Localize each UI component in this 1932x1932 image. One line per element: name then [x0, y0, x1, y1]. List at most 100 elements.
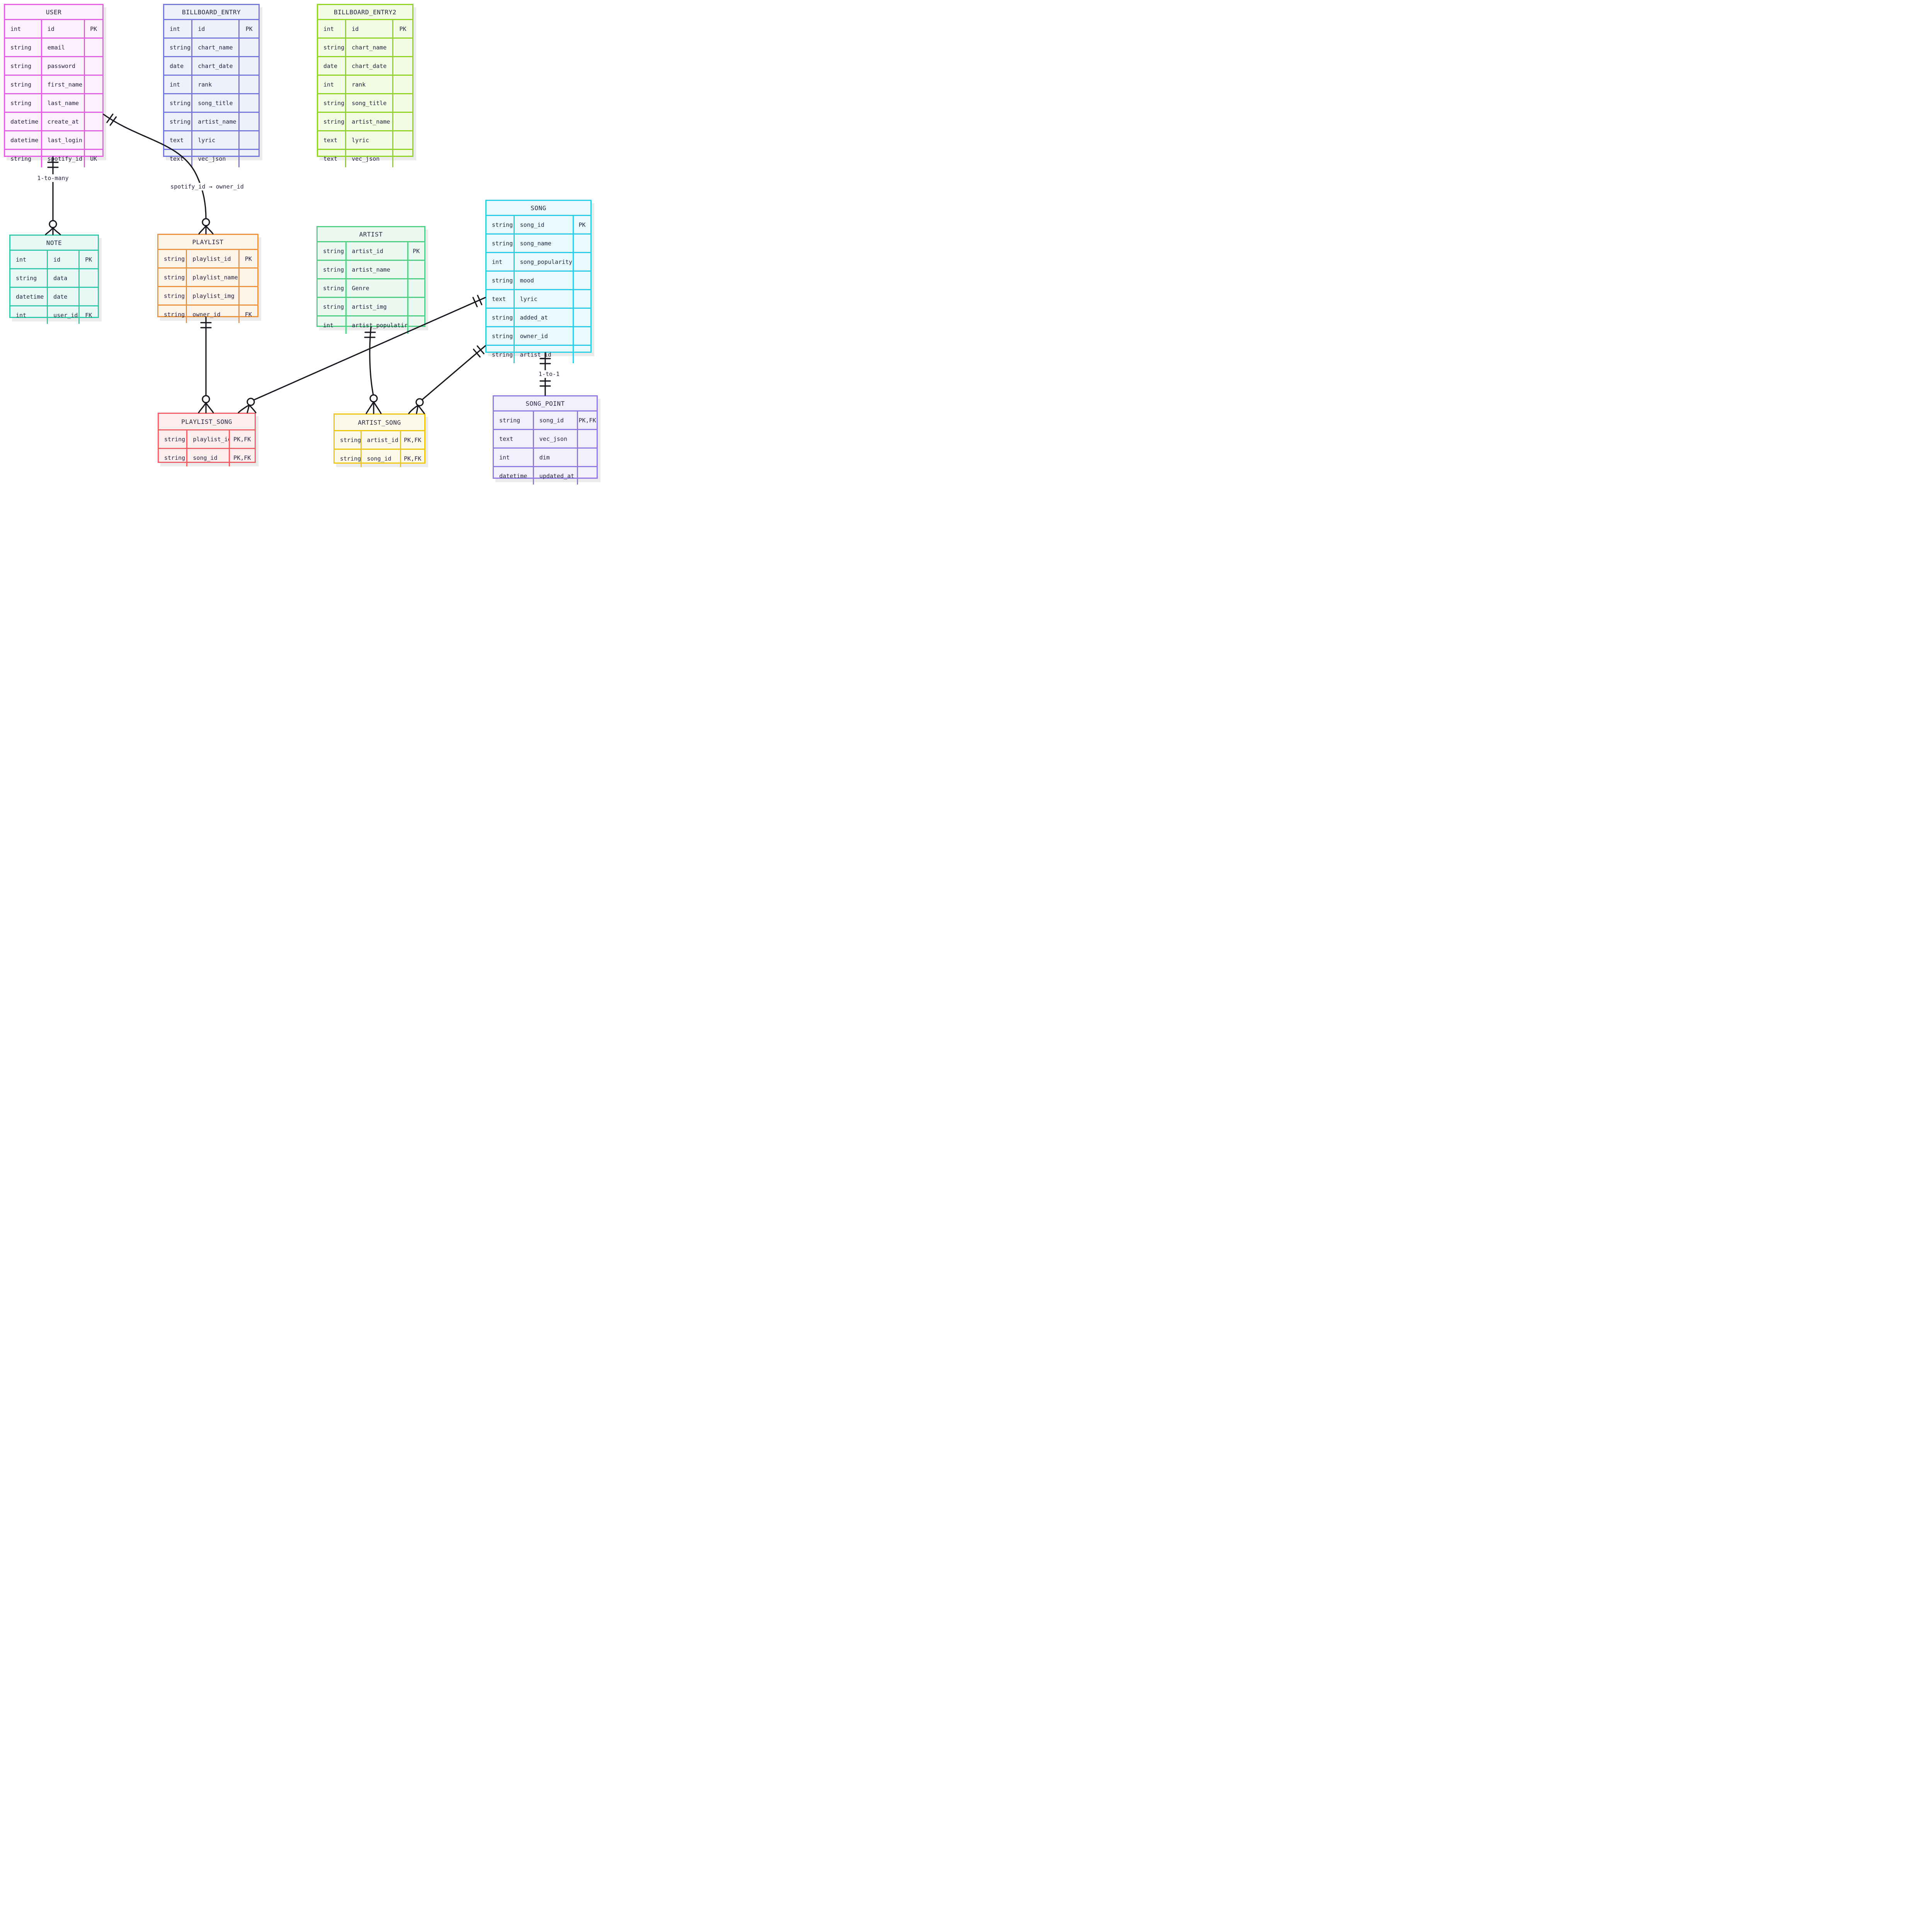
- attribute-type: datetime: [5, 131, 42, 149]
- attribute-key: [408, 316, 424, 334]
- attribute-key: [393, 113, 412, 130]
- attribute-type: int: [164, 20, 193, 37]
- attribute-key: [240, 57, 259, 75]
- relationship-edge: [476, 345, 485, 354]
- attribute-key: PK: [578, 221, 586, 228]
- attribute-type: datetime: [10, 288, 48, 305]
- attribute-name: lyric: [515, 290, 574, 308]
- attribute-type: string: [318, 94, 347, 112]
- attribute-key: [240, 39, 259, 56]
- attribute-name: artist_name: [346, 113, 394, 130]
- attribute-key: [574, 346, 590, 363]
- relationship-edge: [247, 404, 250, 413]
- attribute-key: [85, 94, 102, 112]
- attribute-key: [240, 113, 259, 130]
- attribute-key: [578, 449, 597, 466]
- attribute-type: string: [159, 449, 188, 466]
- relationship-edge: [45, 227, 54, 235]
- attribute-key: [574, 272, 590, 289]
- entity-title: SONG_POINT: [526, 400, 565, 407]
- attribute-name: create_at: [42, 113, 85, 130]
- attribute-type: string: [335, 450, 362, 467]
- attribute-type: text: [164, 131, 193, 149]
- attribute-type: string: [318, 261, 347, 278]
- attribute-name: artist_id: [362, 431, 401, 449]
- attribute-name: playlist_name: [187, 269, 240, 286]
- attribute-type: int: [318, 76, 347, 93]
- attribute-key: PK,FK: [233, 454, 251, 461]
- attribute-key: [240, 131, 259, 149]
- relationship-edge: [205, 225, 214, 235]
- attribute-key: [85, 113, 102, 130]
- attribute-type: string: [318, 39, 347, 56]
- attribute-type: text: [318, 131, 347, 149]
- attribute-type: date: [164, 57, 193, 75]
- attribute-key: PK,FK: [233, 435, 251, 443]
- attribute-key: [578, 467, 597, 485]
- attribute-key: [408, 261, 424, 278]
- entity-title: NOTE: [46, 239, 62, 247]
- attribute-type: string: [486, 272, 515, 289]
- attribute-key: [393, 76, 412, 93]
- attribute-key: FK: [245, 311, 252, 318]
- attribute-type: string: [5, 76, 42, 93]
- attribute-name: vec_json: [192, 150, 240, 167]
- attribute-type: string: [5, 57, 42, 75]
- attribute-name: owner_id: [187, 306, 240, 323]
- relationship-label: 1-to-many: [34, 174, 72, 182]
- attribute-name: chart_date: [192, 57, 240, 75]
- relationship-edge: [249, 405, 257, 413]
- attribute-name: password: [42, 57, 85, 75]
- attribute-type: text: [318, 150, 347, 167]
- zero-or-many-circle: [369, 394, 378, 403]
- attribute-key: [393, 131, 412, 149]
- attribute-name: song_popularity: [515, 253, 574, 270]
- attribute-type: string: [158, 269, 187, 286]
- attribute-name: rank: [192, 76, 240, 93]
- relationship-edge: [472, 297, 478, 308]
- attribute-name: last_login: [42, 131, 85, 149]
- attribute-key: [240, 287, 257, 304]
- attribute-type: text: [494, 430, 534, 447]
- attribute-name: song_id: [515, 216, 574, 233]
- attribute-key: PK: [413, 247, 420, 255]
- attribute-key: [85, 76, 102, 93]
- relationship-edge: [416, 405, 419, 414]
- attribute-name: lyric: [192, 131, 240, 149]
- attribute-key: [393, 94, 412, 112]
- attribute-type: string: [5, 39, 42, 56]
- attribute-name: song_title: [192, 94, 240, 112]
- attribute-name: added_at: [515, 309, 574, 326]
- zero-or-many-circle: [49, 220, 57, 228]
- relationship-edge: [198, 225, 207, 235]
- entity-title: USER: [46, 8, 62, 16]
- attribute-name: mood: [515, 272, 574, 289]
- relationship-edge: [373, 401, 382, 414]
- attribute-name: id: [42, 20, 85, 37]
- attribute-type: string: [335, 431, 362, 449]
- attribute-name: artist_name: [347, 261, 408, 278]
- zero-or-many-circle: [202, 218, 210, 226]
- attribute-name: email: [42, 39, 85, 56]
- attribute-type: date: [318, 57, 347, 75]
- attribute-type: string: [486, 216, 515, 233]
- attribute-key: [574, 327, 590, 345]
- attribute-name: artist_id: [347, 242, 408, 260]
